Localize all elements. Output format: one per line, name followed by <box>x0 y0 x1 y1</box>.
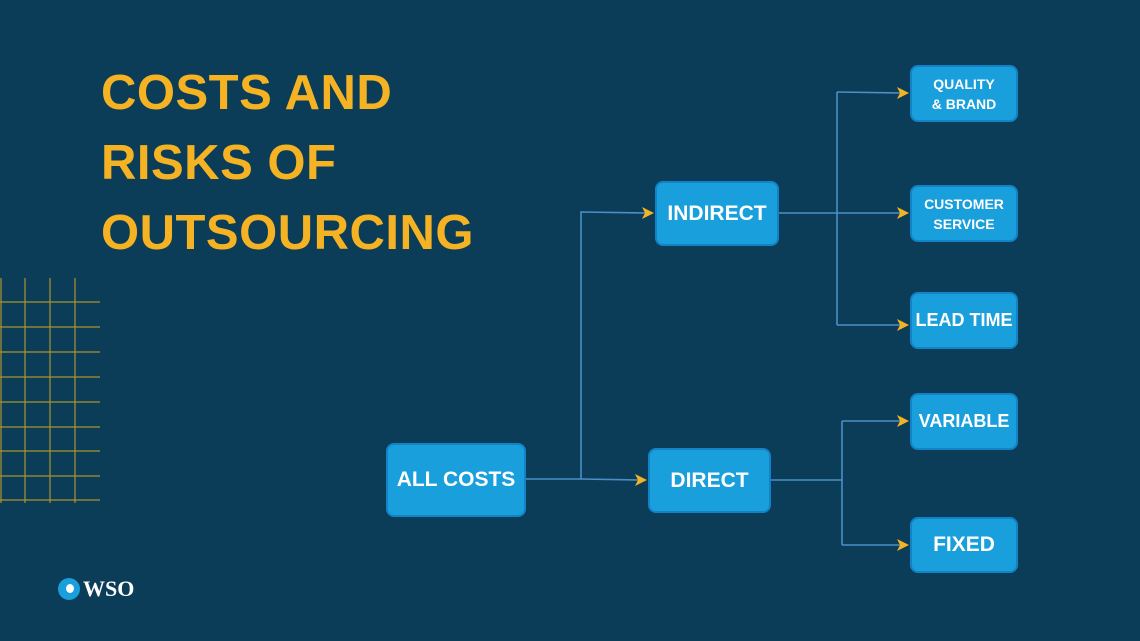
arrow-icon <box>897 539 909 551</box>
title-line-3: OUTSOURCING <box>101 206 474 260</box>
node-indirect: INDIRECT <box>655 181 779 246</box>
node-label: & BRAND <box>931 95 997 112</box>
title-line-1: COSTS AND <box>101 66 393 120</box>
arrow-icon <box>897 415 909 427</box>
wso-logo: WSO <box>58 576 134 602</box>
node-label: LEAD TIME <box>915 310 1013 330</box>
arrowheads <box>635 87 909 551</box>
connector-allcosts-indirect <box>525 211 649 480</box>
node-label: ALL COSTS <box>396 468 516 491</box>
node-customer-service: CUSTOMER SERVICE <box>910 185 1018 242</box>
node-direct: DIRECT <box>648 448 771 513</box>
globe-icon <box>58 578 80 600</box>
node-quality-brand: QUALITY & BRAND <box>910 65 1018 122</box>
page-title: COSTS AND RISKS OF OUTSOURCING <box>101 58 474 268</box>
node-label: CUSTOMER <box>924 195 1004 212</box>
arrow-icon <box>897 319 909 331</box>
node-label: DIRECT <box>670 468 749 492</box>
node-label: SERVICE <box>933 215 995 232</box>
node-lead-time: LEAD TIME <box>910 292 1018 349</box>
arrow-icon <box>897 207 909 219</box>
connector-allcosts-direct <box>580 478 642 481</box>
decorative-grid <box>0 278 100 503</box>
arrow-icon <box>897 87 909 99</box>
title-line-2: RISKS OF <box>101 136 337 190</box>
node-label: FIXED <box>933 533 995 556</box>
node-variable: VARIABLE <box>910 393 1018 450</box>
node-label: QUALITY <box>933 75 995 92</box>
node-fixed: FIXED <box>910 517 1018 573</box>
node-label: VARIABLE <box>918 411 1010 431</box>
arrow-icon <box>635 474 647 486</box>
logo-text: WSO <box>83 576 135 601</box>
node-all-costs: ALL COSTS <box>386 443 526 517</box>
node-label: INDIRECT <box>667 201 767 225</box>
arrow-icon <box>642 207 654 219</box>
